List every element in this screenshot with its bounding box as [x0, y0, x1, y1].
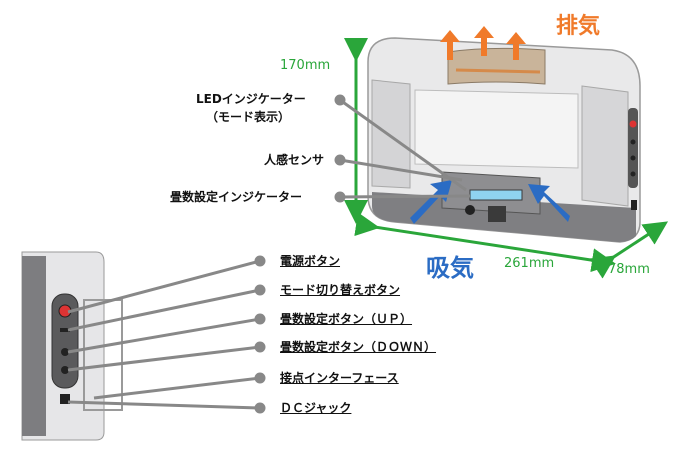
motion-sensor-label: 人感センサ: [264, 153, 325, 167]
height-dimension: 170mm: [280, 58, 331, 73]
dc-jack-label: ＤＣジャック: [280, 401, 352, 415]
tatami-down-label: 畳数設定ボタン（ＤＯＷＮ）: [280, 340, 437, 354]
width-dimension: 261mm: [504, 256, 555, 271]
leader-lines: [67, 94, 471, 414]
depth-dimension: 78mm: [608, 262, 650, 277]
exhaust-label: 排気: [556, 14, 601, 39]
tatami-up-label: 畳数設定ボタン（ＵＰ）: [280, 312, 413, 326]
main-unit: [367, 37, 641, 243]
led-indicator-sublabel: （モード表示）: [206, 110, 291, 124]
contact-interface-label: 接点インターフェース: [280, 371, 399, 385]
dimension-lines: [344, 38, 669, 279]
mode-button-label: モード切り替えボタン: [280, 283, 401, 297]
intake-label: 吸気: [426, 254, 474, 282]
led-indicator-label: LEDインジケーター: [196, 92, 306, 106]
tatami-indicator-label: 畳数設定インジケーター: [170, 190, 303, 204]
side-unit: [21, 251, 123, 441]
power-button-label: 電源ボタン: [280, 254, 341, 268]
exhaust-arrows: [440, 26, 526, 60]
